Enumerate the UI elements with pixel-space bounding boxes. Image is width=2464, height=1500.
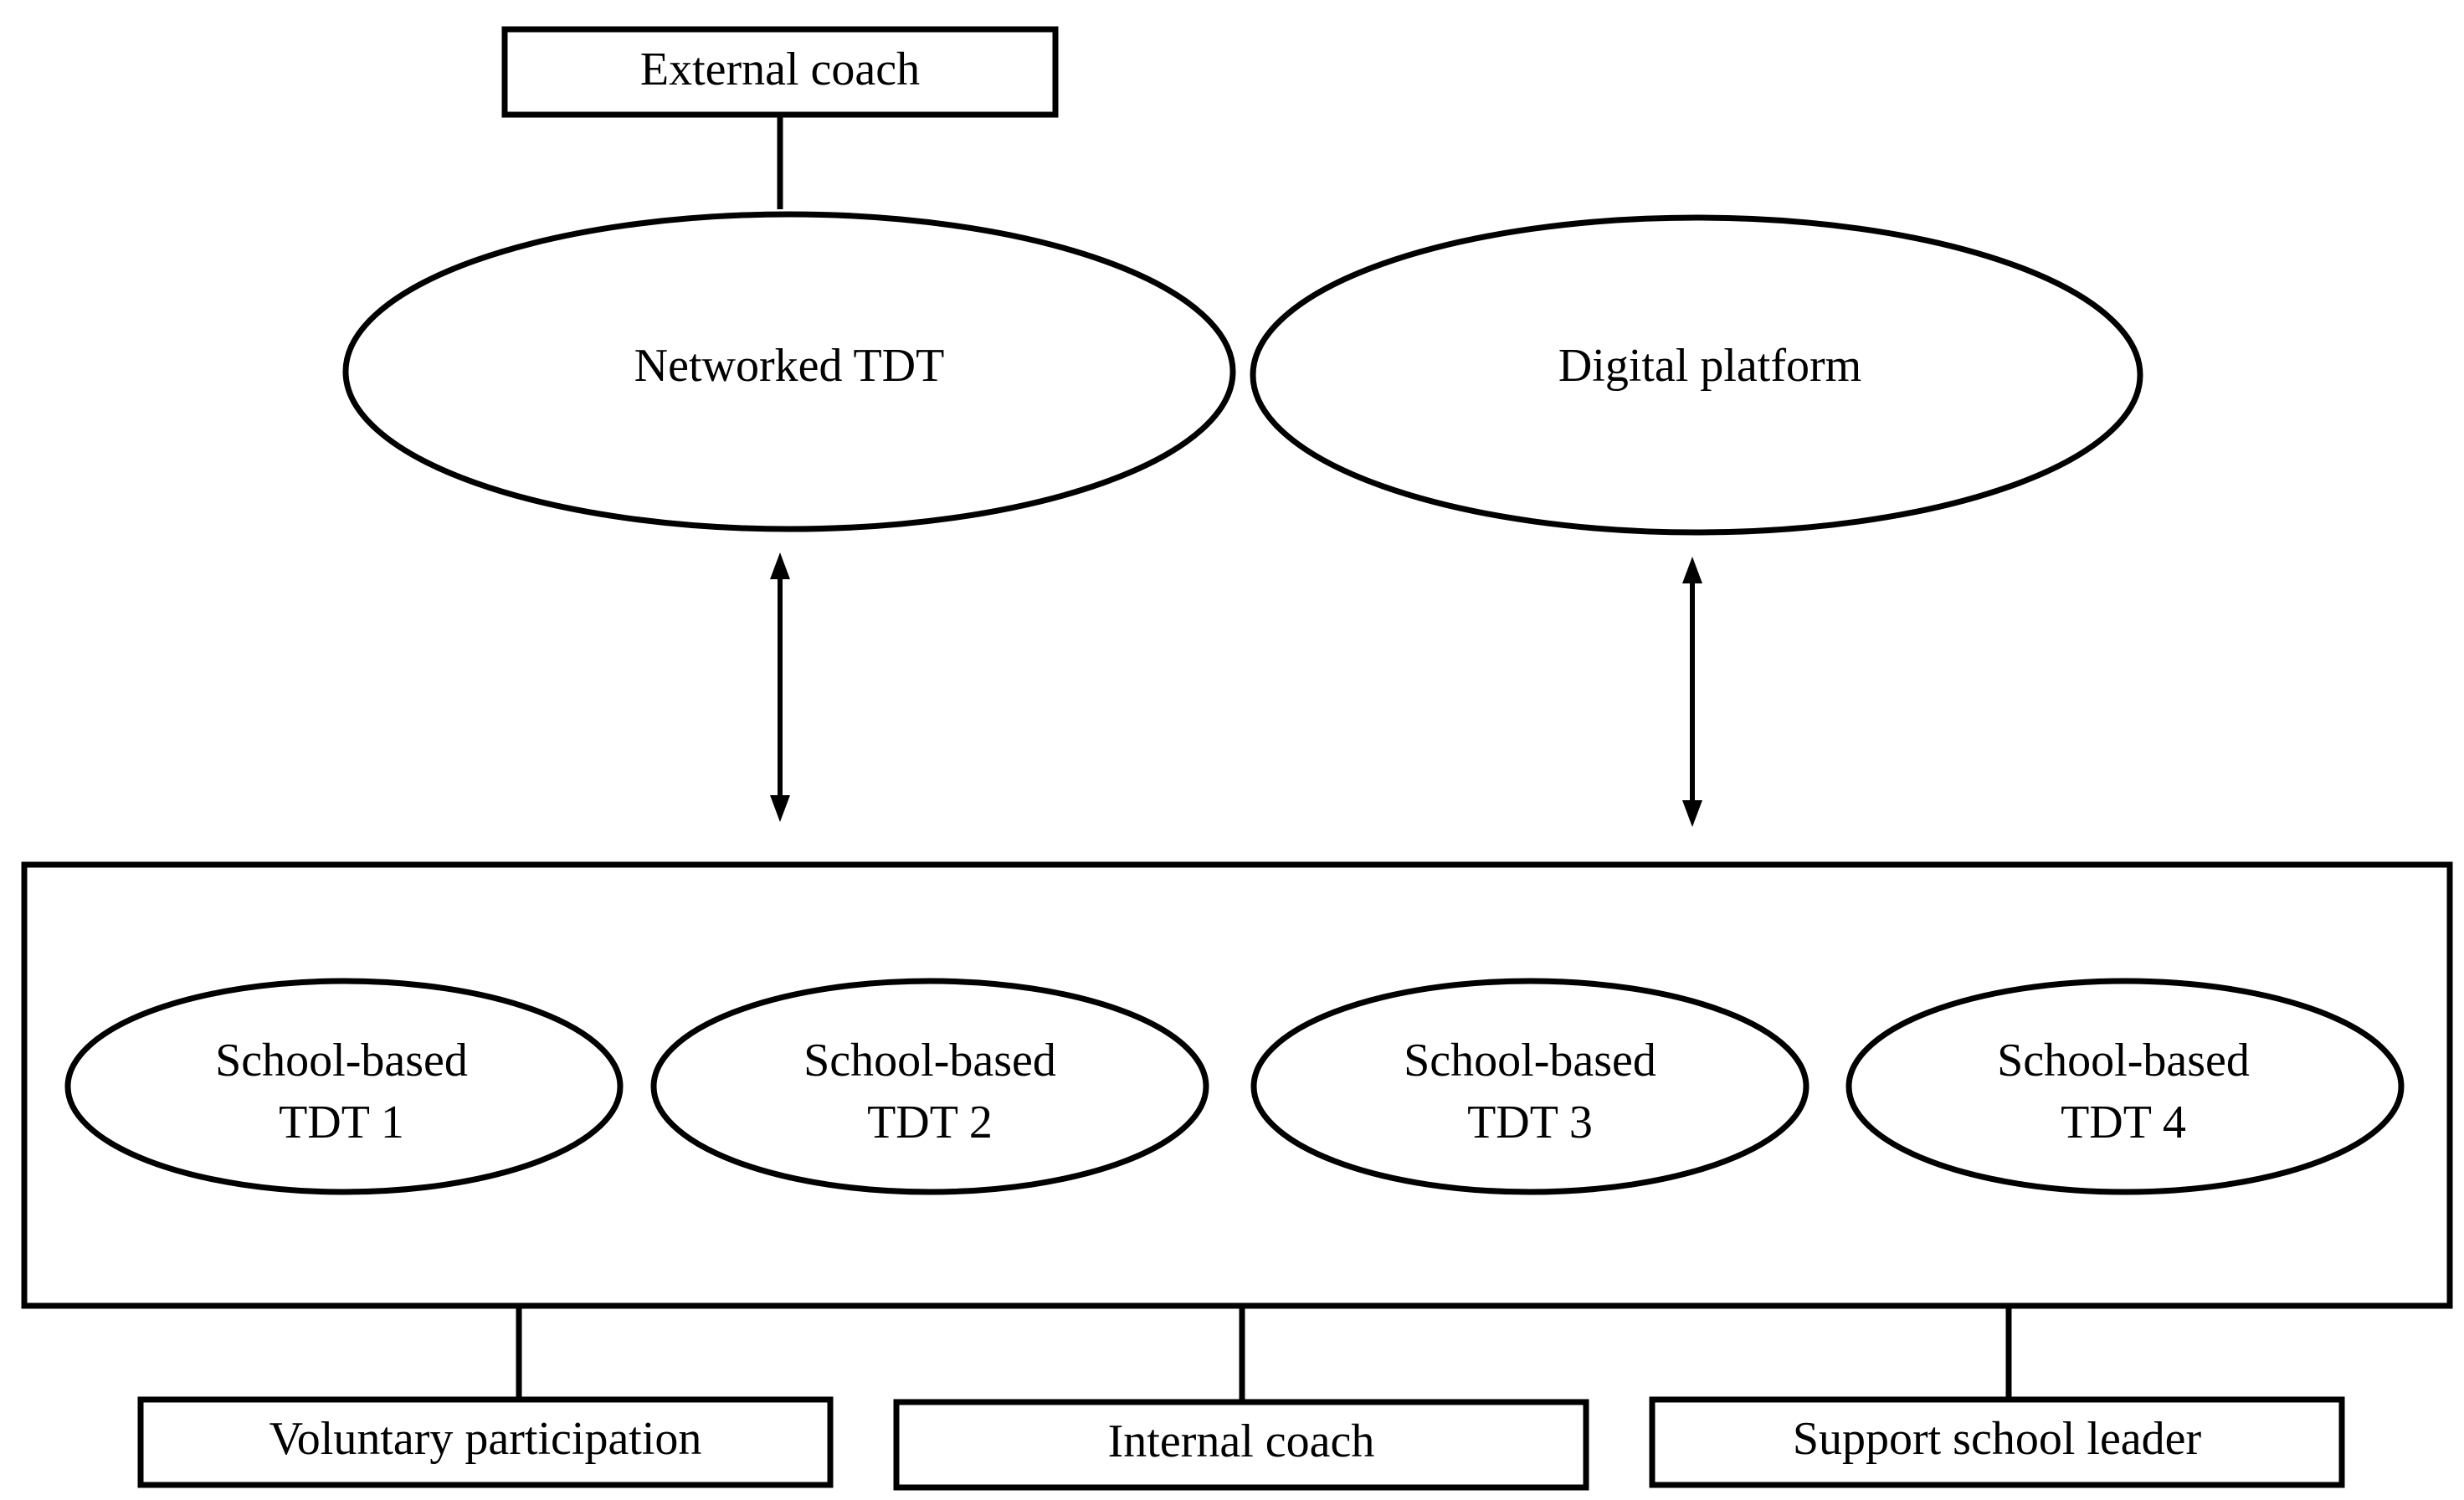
school-tdt-1-line1: School-based bbox=[215, 1035, 468, 1086]
external-coach-label: External coach bbox=[640, 44, 920, 95]
networked-tdt-arrow-head-down bbox=[770, 795, 790, 822]
school-tdt-4-line2: TDT 4 bbox=[2061, 1097, 2186, 1148]
school-tdt-3-ellipse bbox=[1250, 978, 1810, 1195]
voluntary-participation-label: Voluntary participation bbox=[270, 1413, 702, 1465]
internal-coach-label: Internal coach bbox=[1108, 1415, 1375, 1467]
internal-coach-node: Internal coach bbox=[893, 1399, 1589, 1491]
networked-tdt-arrow-head-up bbox=[770, 552, 790, 579]
school-tdt-2-line2: TDT 2 bbox=[867, 1097, 993, 1148]
digital-platform-node: Digital platform bbox=[1250, 214, 2143, 536]
networked-tdt-arrow bbox=[770, 552, 790, 822]
networked-tdt-ellipse bbox=[342, 211, 1236, 532]
digital-platform-label: Digital platform bbox=[1558, 340, 1861, 392]
support-school-leader-box bbox=[1649, 1396, 2345, 1488]
internal-coach-box bbox=[893, 1399, 1589, 1491]
school-tdt-3-line1: School-based bbox=[1404, 1035, 1656, 1086]
school-tdt-4-ellipse bbox=[1845, 978, 2405, 1195]
school-tdt-4-line1: School-based bbox=[1997, 1035, 2250, 1086]
networked-tdt-label: Networked TDT bbox=[634, 340, 945, 392]
support-school-leader-node: Support school leader bbox=[1649, 1396, 2345, 1488]
digital-platform-arrow-head-down bbox=[1682, 800, 1702, 827]
school-tdt-4-node: School-based TDT 4 bbox=[1845, 978, 2405, 1195]
networked-tdt-node: Networked TDT bbox=[342, 211, 1236, 532]
school-tdt-2-node: School-based TDT 2 bbox=[650, 978, 1209, 1195]
voluntary-participation-box bbox=[137, 1396, 834, 1488]
digital-platform-arrow-head-up bbox=[1682, 557, 1702, 583]
digital-platform-ellipse bbox=[1250, 214, 2143, 536]
digital-platform-arrow bbox=[1682, 557, 1702, 827]
school-tdt-1-ellipse bbox=[64, 978, 624, 1195]
external-coach-node: External coach bbox=[501, 26, 1059, 118]
support-school-leader-label: Support school leader bbox=[1793, 1413, 2202, 1465]
school-tdt-1-node: School-based TDT 1 bbox=[64, 978, 624, 1195]
school-tdt-2-line1: School-based bbox=[803, 1035, 1056, 1086]
school-tdt-3-node: School-based TDT 3 bbox=[1250, 978, 1810, 1195]
voluntary-participation-node: Voluntary participation bbox=[137, 1396, 834, 1488]
school-tdt-1-line2: TDT 1 bbox=[279, 1097, 404, 1148]
school-tdt-2-ellipse bbox=[650, 978, 1209, 1195]
school-tdt-3-line2: TDT 3 bbox=[1467, 1097, 1593, 1148]
